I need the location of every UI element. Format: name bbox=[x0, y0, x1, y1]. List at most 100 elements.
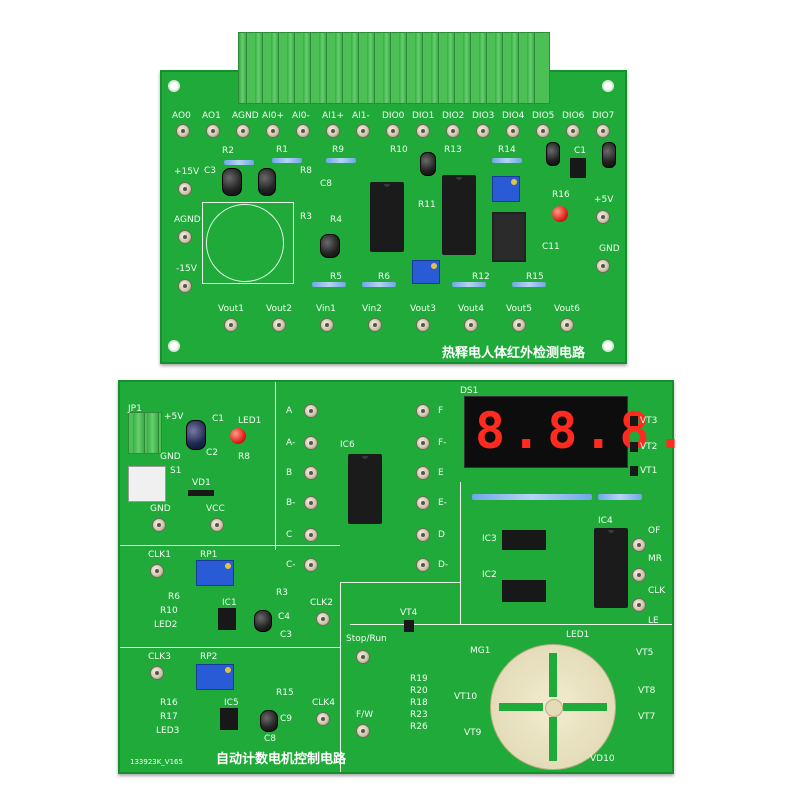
pin-label: DIO6 bbox=[562, 111, 585, 121]
electrolytic-capacitor bbox=[420, 152, 436, 176]
terminal-post[interactable] bbox=[176, 124, 190, 138]
transistor-label: VT3 bbox=[640, 416, 658, 426]
terminal-post[interactable] bbox=[356, 124, 370, 138]
terminal-post[interactable] bbox=[272, 318, 286, 332]
control-label: VD10 bbox=[590, 754, 615, 764]
pin-label: DIO7 bbox=[592, 111, 615, 121]
terminal-post[interactable] bbox=[446, 124, 460, 138]
terminal-post[interactable] bbox=[416, 124, 430, 138]
terminal-post[interactable] bbox=[476, 124, 490, 138]
terminal-post[interactable] bbox=[356, 650, 370, 664]
component-label: R2 bbox=[222, 146, 234, 156]
terminal-post[interactable] bbox=[536, 124, 550, 138]
pin-label: DIO0 bbox=[382, 111, 405, 121]
terminal-post[interactable] bbox=[150, 666, 164, 680]
terminal-post[interactable] bbox=[386, 124, 400, 138]
terminal-post[interactable] bbox=[416, 496, 430, 510]
terminal-post[interactable] bbox=[368, 318, 382, 332]
terminal-post[interactable] bbox=[416, 318, 430, 332]
bottom-board-title: 自动计数电机控制电路 bbox=[216, 752, 347, 767]
trimmer-potentiometer[interactable] bbox=[196, 664, 234, 690]
terminal-post[interactable] bbox=[236, 124, 250, 138]
terminal-post[interactable] bbox=[596, 124, 610, 138]
red-led bbox=[552, 206, 568, 222]
control-label: OF bbox=[648, 526, 661, 536]
terminal-post[interactable] bbox=[512, 318, 526, 332]
component-label: R12 bbox=[472, 272, 490, 282]
component-label: R4 bbox=[330, 215, 342, 225]
pin-label: DIO4 bbox=[502, 111, 525, 121]
transistor bbox=[630, 442, 638, 452]
component-label: R16 bbox=[552, 190, 570, 200]
terminal-post[interactable] bbox=[178, 279, 192, 293]
terminal-post[interactable] bbox=[178, 230, 192, 244]
terminal-post[interactable] bbox=[304, 558, 318, 572]
clock-label: CLK4 bbox=[312, 698, 335, 708]
segment-label-left: C- bbox=[286, 560, 296, 570]
terminal-post[interactable] bbox=[416, 528, 430, 542]
terminal-post[interactable] bbox=[320, 318, 334, 332]
terminal-post[interactable] bbox=[304, 404, 318, 418]
clock-label: R10 bbox=[160, 606, 178, 616]
ic-socket bbox=[492, 212, 526, 262]
transistor-label: VT7 bbox=[638, 712, 656, 722]
terminal-post[interactable] bbox=[596, 210, 610, 224]
terminal-post[interactable] bbox=[566, 124, 580, 138]
terminal-post[interactable] bbox=[304, 466, 318, 480]
pin-label: DIO2 bbox=[442, 111, 465, 121]
terminal-post[interactable] bbox=[326, 124, 340, 138]
terminal-post[interactable] bbox=[316, 712, 330, 726]
control-label: LED1 bbox=[566, 630, 590, 640]
terminal-post[interactable] bbox=[632, 538, 646, 552]
terminal-post[interactable] bbox=[224, 318, 238, 332]
terminal-post[interactable] bbox=[632, 598, 646, 612]
terminal-post[interactable] bbox=[416, 404, 430, 418]
power-led bbox=[230, 428, 246, 444]
component-label: C3 bbox=[204, 166, 217, 176]
ic-label: IC3 bbox=[482, 534, 497, 544]
terminal-post[interactable] bbox=[356, 724, 370, 738]
terminal-post[interactable] bbox=[296, 124, 310, 138]
clock-label: CLK3 bbox=[148, 652, 171, 662]
pin-label: DIO1 bbox=[412, 111, 435, 121]
trimmer-potentiometer[interactable] bbox=[196, 560, 234, 586]
terminal-post[interactable] bbox=[316, 612, 330, 626]
terminal-post[interactable] bbox=[150, 564, 164, 578]
power-switch[interactable] bbox=[128, 466, 166, 502]
vout-label: Vin1 bbox=[316, 304, 336, 314]
terminal-post[interactable] bbox=[304, 436, 318, 450]
transistor-label: VT9 bbox=[464, 728, 482, 738]
terminal-post[interactable] bbox=[210, 518, 224, 532]
terminal-post[interactable] bbox=[266, 124, 280, 138]
clock-label: RP1 bbox=[200, 550, 218, 560]
terminal-post[interactable] bbox=[596, 259, 610, 273]
left-label: -15V bbox=[176, 264, 197, 274]
terminal-post[interactable] bbox=[416, 466, 430, 480]
trimmer-potentiometer[interactable] bbox=[492, 176, 520, 202]
pin-label: AI0- bbox=[292, 111, 310, 121]
terminal-post[interactable] bbox=[560, 318, 574, 332]
pir-sensor-outline bbox=[202, 202, 294, 284]
terminal-post[interactable] bbox=[206, 124, 220, 138]
transistor-label: VT8 bbox=[638, 686, 656, 696]
terminal-post[interactable] bbox=[152, 518, 166, 532]
terminal-post[interactable] bbox=[304, 496, 318, 510]
terminal-post[interactable] bbox=[464, 318, 478, 332]
power-label: GND bbox=[160, 452, 181, 462]
clock-label: C4 bbox=[278, 612, 291, 622]
terminal-post[interactable] bbox=[304, 528, 318, 542]
top-board-title: 热释电人体红外检测电路 bbox=[442, 346, 586, 361]
partition-line bbox=[120, 545, 340, 546]
power-label: R8 bbox=[238, 452, 250, 462]
terminal-post[interactable] bbox=[416, 436, 430, 450]
pin-label: AI1- bbox=[352, 111, 370, 121]
clock-label: IC1 bbox=[222, 598, 237, 608]
terminal-post[interactable] bbox=[178, 182, 192, 196]
terminal-post[interactable] bbox=[416, 558, 430, 572]
clock-label: CLK1 bbox=[148, 550, 171, 560]
trimmer-potentiometer[interactable] bbox=[412, 260, 440, 284]
transistor-label: VT5 bbox=[636, 648, 654, 658]
terminal-post[interactable] bbox=[632, 568, 646, 582]
terminal-post[interactable] bbox=[506, 124, 520, 138]
mounting-hole bbox=[168, 340, 180, 352]
